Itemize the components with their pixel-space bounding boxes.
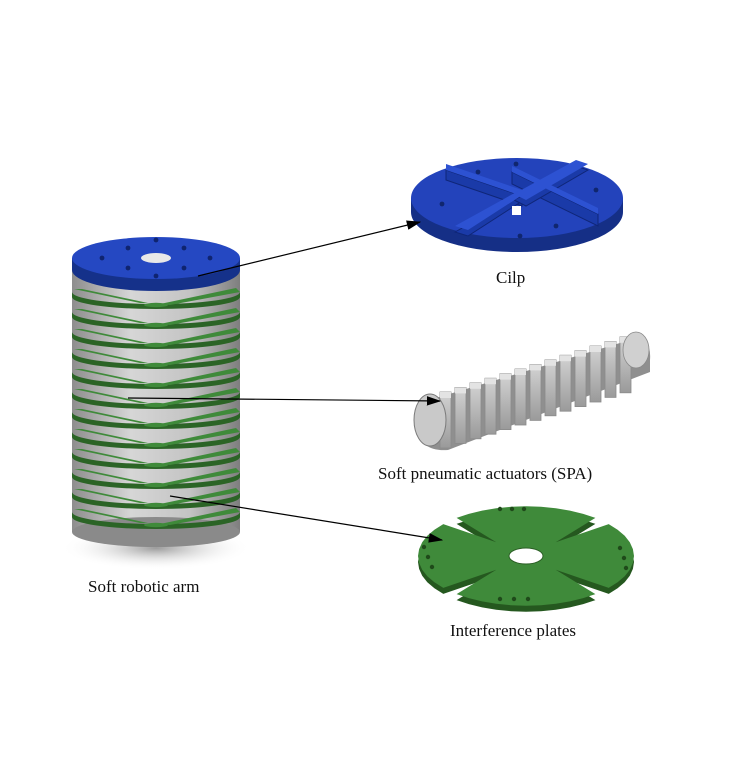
spa-fin-top	[500, 373, 511, 380]
arm-plate-ring	[72, 488, 240, 509]
arm-plate-ring	[72, 288, 240, 309]
arm-plate-ring	[72, 508, 240, 529]
spa-fin	[544, 359, 557, 417]
interference-plate-icon	[418, 506, 634, 612]
spa-fin	[499, 373, 512, 431]
cilp-icon	[411, 158, 623, 252]
spa-fin-top	[455, 387, 466, 394]
arm-plate-ring	[72, 348, 240, 369]
arrow-to-plates	[169, 495, 444, 543]
spa-fin-top	[530, 364, 541, 371]
arm-plate-ring	[72, 308, 240, 329]
spa-fin	[469, 382, 482, 440]
spa-fin-top	[470, 382, 481, 389]
spa-fin-top	[605, 341, 616, 348]
spa-fin-top	[440, 392, 451, 398]
arm-plate-ring	[72, 408, 240, 429]
spa-fin-top	[485, 378, 496, 385]
arm-plate-ring	[72, 448, 240, 469]
arrow-to-cilp	[197, 220, 422, 277]
spa-fin	[574, 350, 587, 408]
spa-fin-top	[560, 355, 571, 362]
spa-fin-top	[575, 350, 586, 357]
arm-plate-ring	[72, 368, 240, 389]
spa-fin	[529, 363, 542, 421]
spa-fin	[484, 377, 497, 435]
spa-fin	[589, 345, 602, 403]
spa-icon	[413, 331, 651, 451]
spa-fin	[454, 386, 467, 444]
spa-fin	[514, 368, 527, 426]
spa-end-cap	[622, 331, 650, 369]
spa-fin-top	[590, 346, 601, 352]
arm-plate-ring	[72, 428, 240, 449]
arm-plate-ring	[72, 468, 240, 489]
arm-plate-ring	[72, 388, 240, 409]
clip-label: Cilp	[496, 268, 525, 287]
spa-fin	[559, 354, 572, 412]
arm-plate-ring	[72, 328, 240, 349]
arrow-to-spa	[127, 396, 442, 406]
spa-fin	[604, 340, 617, 398]
soft-robotic-arm-icon	[61, 237, 251, 570]
spa-label: Soft pneumatic actuators (SPA)	[378, 464, 592, 483]
spa-fin-top	[515, 369, 526, 375]
arm-label: Soft robotic arm	[88, 577, 199, 596]
plates-label: Interference plates	[450, 621, 576, 640]
spa-fin-top	[545, 359, 556, 366]
